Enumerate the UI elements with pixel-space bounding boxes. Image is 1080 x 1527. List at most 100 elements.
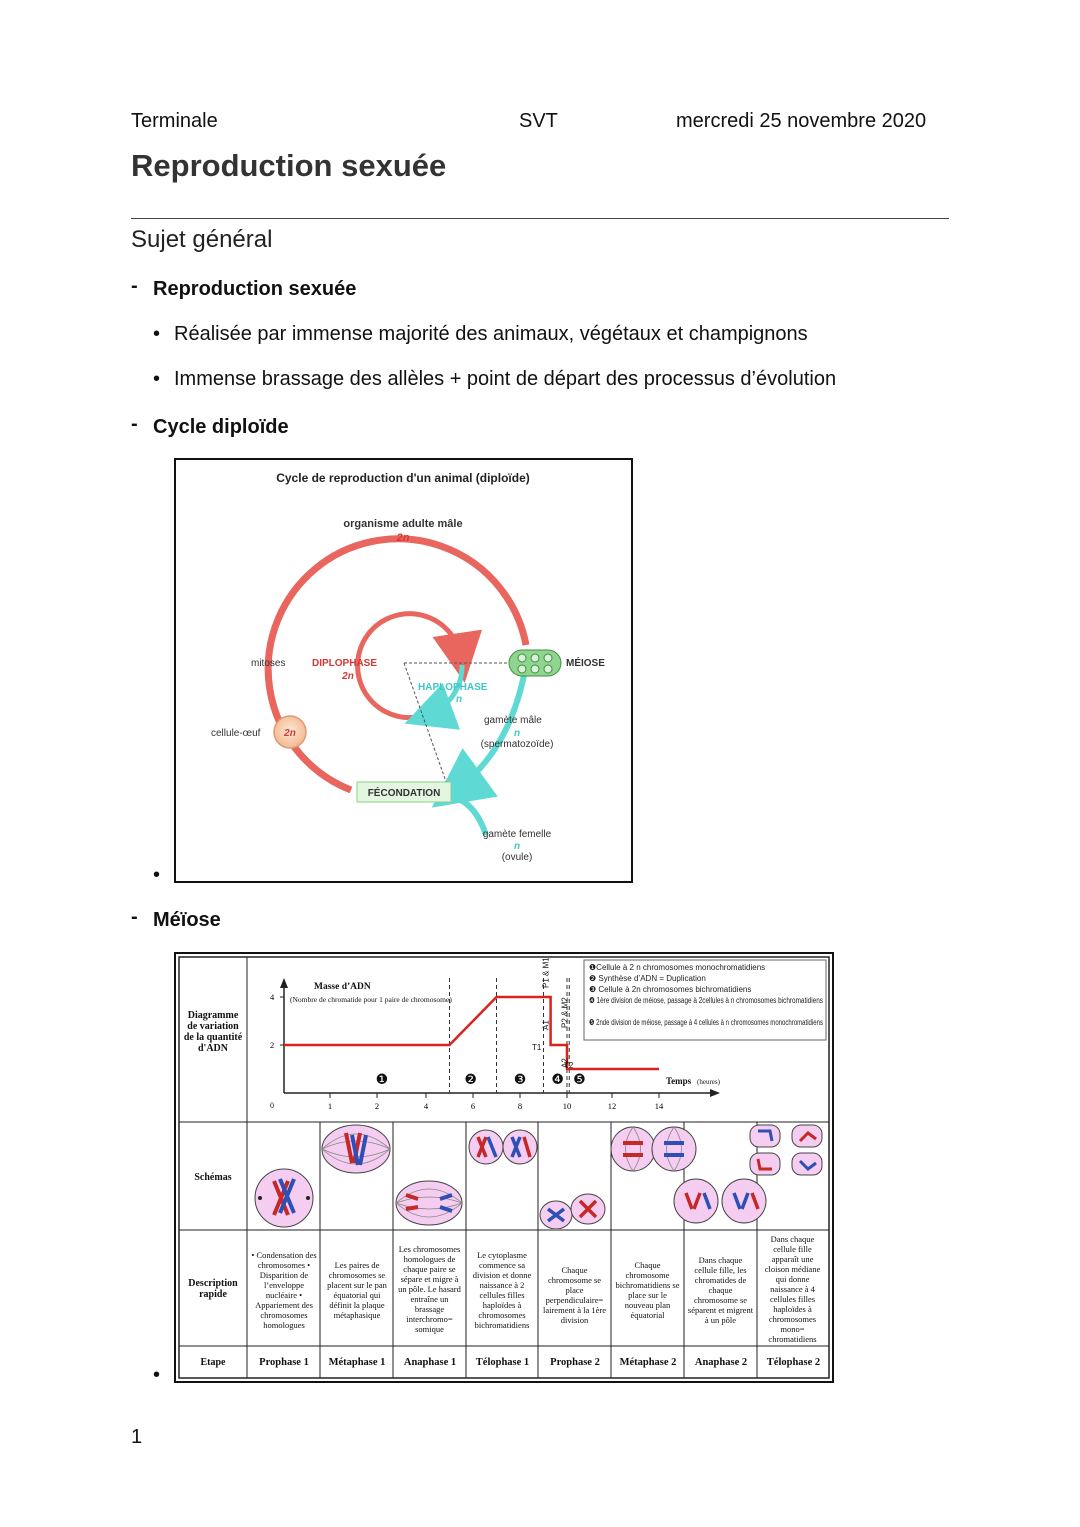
egg-cell-icon xyxy=(273,715,307,749)
haplophase-female-arc xyxy=(454,795,489,836)
meiosis-figure: Diagramme de variation de la quantité d'… xyxy=(174,952,834,1383)
page-number: 1 xyxy=(131,1426,143,1448)
page-subtitle: Sujet général xyxy=(131,226,273,253)
graph-xlabel: Temps xyxy=(666,1076,692,1086)
x-tick-label: 8 xyxy=(518,1101,522,1111)
telophase2-cells-icon xyxy=(749,1124,823,1176)
phase-marker: ❷ xyxy=(464,1071,477,1087)
section-heading: Méïose xyxy=(153,909,221,931)
cycle-diagram: Cycle de reproduction d'un animal (diplo… xyxy=(211,471,605,863)
dash-marker: - xyxy=(131,906,138,928)
stage-telophase1: Télophase 1 xyxy=(475,1357,530,1368)
section-heading: Reproduction sexuée xyxy=(153,278,357,300)
male-gamete-label: gamète mâle xyxy=(484,715,542,726)
description-metaphase2: Chaque chromosome bichromatidiens se pla… xyxy=(615,1260,680,1320)
t1-label: T1 xyxy=(532,1043,542,1052)
x-tick-label: 14 xyxy=(655,1101,664,1111)
description-telophase1: Le cytoplasme commence sa division et do… xyxy=(472,1250,532,1330)
description-prophase1: • Condensation des chromosomes • Dispari… xyxy=(251,1250,317,1330)
female-gamete-ploidy: n xyxy=(514,841,520,852)
stage-prophase1: Prophase 1 xyxy=(259,1357,309,1368)
ylabel-note: (Nombre de chromatide pour 1 paire de ch… xyxy=(290,995,452,1004)
adult-label: organisme adulte mâle xyxy=(343,518,462,530)
row-label-schemas: Schémas xyxy=(194,1172,232,1183)
prophase1-cell-icon xyxy=(254,1168,314,1228)
stage-anaphase2: Anaphase 2 xyxy=(694,1357,748,1368)
graph-origin: 0 xyxy=(270,1101,274,1110)
dash-marker: - xyxy=(131,413,138,435)
graph-ylabel: Masse d’ADN xyxy=(314,982,371,992)
graph-legend: ❶Cellule à 2 n chromosomes monochromatid… xyxy=(589,963,823,1027)
x-tick-label: 4 xyxy=(424,1101,429,1111)
graph-legend-box xyxy=(583,959,827,1041)
legend-item-3: ❸ Cellule à 2n chromosomes bichromatidie… xyxy=(589,985,751,994)
stage-metaphase2: Métaphase 2 xyxy=(619,1357,677,1368)
bullet-text: Immense brassage des allèles + point de … xyxy=(174,368,837,390)
row-label-description: Description rapide xyxy=(188,1278,238,1300)
description-metaphase1: Les paires de chromosomes se placent sur… xyxy=(327,1260,387,1320)
diplophase-inner-arc xyxy=(355,611,482,721)
cycle-title: Cycle de reproduction d'un animal (diplo… xyxy=(276,471,530,485)
x-tick-label: 12 xyxy=(608,1101,617,1111)
meiosis-table-grid xyxy=(178,956,830,1379)
phase-marker: ❺ xyxy=(573,1071,586,1087)
dash-marker: - xyxy=(131,275,138,297)
anaphase1-cell-icon xyxy=(395,1180,463,1226)
vertical-label-a1: A1 xyxy=(542,1020,551,1030)
haplophase-inner-arc xyxy=(404,664,465,730)
y-tick-label: 2 xyxy=(270,1040,274,1050)
vertical-label-p2m2: P2 & M2 xyxy=(560,997,569,1028)
description-anaphase2: Dans chaque cellule fille, les chromatid… xyxy=(687,1255,754,1325)
graph-xlabel-unit: (heures) xyxy=(697,1078,721,1086)
female-gamete-label: gamète femelle xyxy=(483,829,552,840)
t2-label: T2 xyxy=(564,1061,574,1070)
stage-metaphase1: Métaphase 1 xyxy=(328,1357,386,1368)
fecondation-box xyxy=(356,781,452,803)
section-heading: Cycle diploïde xyxy=(153,416,289,438)
row-label-etape: Etape xyxy=(200,1357,226,1368)
legend-item-4: ❹ 1ère division de méiose, passage à 2ce… xyxy=(589,996,823,1005)
stage-prophase2: Prophase 2 xyxy=(550,1357,600,1368)
legend-item-1: ❶Cellule à 2 n chromosomes monochromatid… xyxy=(589,963,765,972)
legend-item-2: ❷ Synthèse d’ADN = Duplication xyxy=(589,974,706,983)
y-tick-label: 4 xyxy=(270,992,275,1002)
stage-anaphase1: Anaphase 1 xyxy=(403,1357,457,1368)
row-label-diagram: Diagramme de variation de la quantité d'… xyxy=(183,1010,243,1054)
title-divider xyxy=(131,218,949,219)
description-telophase2: Dans chaque cellule fille apparaît une c… xyxy=(764,1234,821,1344)
x-tick-label: 2 xyxy=(375,1101,379,1111)
meiosis-cells-icon xyxy=(508,649,562,677)
telophase1-cells-icon xyxy=(468,1129,538,1165)
stage-telophase2: Télophase 2 xyxy=(766,1357,821,1368)
x-tick-label: 6 xyxy=(471,1101,475,1111)
haplophase-label: HAPLOPHASE xyxy=(418,682,488,693)
egg-cell-label: cellule-œuf xyxy=(211,728,261,739)
header-subject: SVT xyxy=(519,110,558,132)
mitoses-label: mitoses xyxy=(251,658,285,669)
phase-marker: ❸ xyxy=(514,1071,527,1087)
phase-marker: ❶ xyxy=(376,1071,389,1087)
male-gamete-ploidy: n xyxy=(514,728,520,739)
phase-marker: ❹ xyxy=(551,1071,564,1087)
haplophase-male-arc xyxy=(431,664,529,808)
dna-series-line xyxy=(284,995,659,1071)
x-axis-arrow xyxy=(710,1089,720,1097)
metaphase1-cell-icon xyxy=(321,1124,391,1174)
male-gamete-name: (spermatozoïde) xyxy=(481,739,554,750)
x-tick-label: 1 xyxy=(328,1101,332,1111)
vertical-label-a2: A2 xyxy=(560,1058,569,1068)
diplophase-label: DIPLOPHASE xyxy=(312,658,377,669)
anaphase2-cells-icon xyxy=(673,1178,767,1224)
dashed-guide xyxy=(403,662,450,791)
header-class: Terminale xyxy=(131,110,218,132)
graph-ylabel-note: (Nombre de chromatide pour 1 paire de ch… xyxy=(290,995,452,1004)
prophase2-cells-icon xyxy=(539,1193,606,1229)
bullet-marker: • xyxy=(153,368,161,390)
diplophase-outer-arc xyxy=(264,535,530,794)
x-tick-label: 10 xyxy=(563,1101,572,1111)
female-gamete-name: (ovule) xyxy=(502,852,533,863)
page-title: Reproduction sexuée xyxy=(131,148,447,183)
legend-item-5: ❺ 2nde division de méiose, passage à 4 c… xyxy=(589,1018,823,1027)
fecondation-label: FÉCONDATION xyxy=(368,786,441,799)
